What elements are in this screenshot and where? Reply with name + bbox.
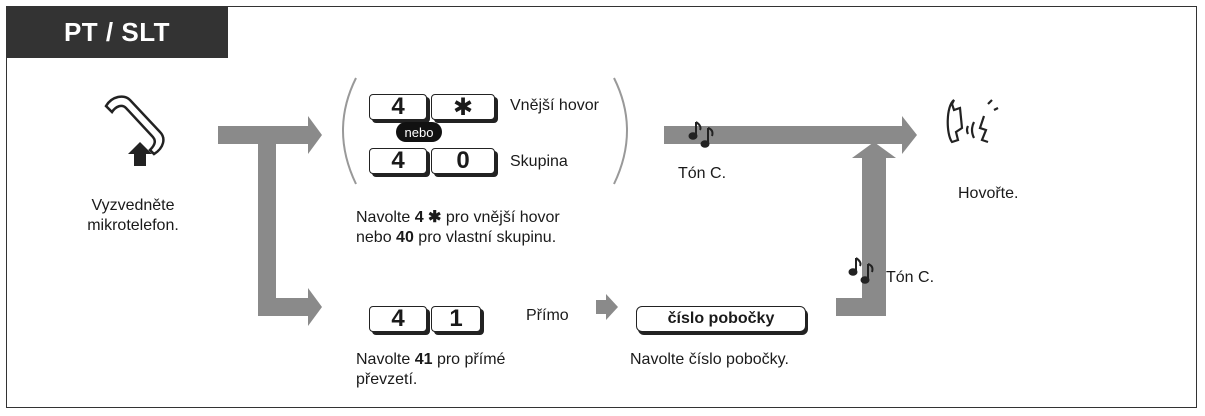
arrow-return-vertical [862,156,886,316]
lift-label-line1: Vyzvedněte [91,197,175,214]
handset-icon [104,95,165,166]
group-label: Skupina [510,153,568,170]
options-instruction: Navolte 4 ✱ pro vnější hovor nebo 40 pro… [356,208,560,248]
direct-instruction-line1: Navolte 41 pro přímé [356,351,506,368]
talking-icon [946,99,999,144]
left-paren [342,77,357,185]
lift-label-line2: mikrotelefon. [87,217,179,234]
key-4-outside: 4 [369,93,427,120]
arrow-lift-shaft [218,126,258,144]
arrow-upper-head [308,116,322,154]
arrow-small-head [606,294,618,320]
key-1: 1 [431,305,481,332]
header-tab: PT / SLT [6,6,228,58]
key-star: ✱ [431,94,495,121]
arrow-upper-shaft [258,126,308,144]
branch-vertical [258,126,276,316]
arrow-top-head [902,116,917,154]
direct-instruction-line2: převzetí. [356,371,418,388]
talk-label: Hovořte. [958,185,1019,202]
arrow-lower-head [308,288,322,326]
arrow-small-shaft [596,300,606,314]
extension-number-box: číslo pobočky [636,306,806,332]
options-instruction-line1: Navolte 4 ✱ pro vnější hovor [356,209,560,226]
arrow-return-head [852,142,896,158]
music-note-icon [688,121,714,148]
extension-instruction: Navolte číslo pobočky. [630,351,789,368]
right-paren [613,77,628,185]
direct-instruction: Navolte 41 pro přímé převzetí. [356,350,505,390]
arrow-lower-shaft [258,298,308,316]
or-badge: nebo [396,122,442,142]
arrow-top-shaft [664,126,902,144]
music-note-icon-2 [848,257,874,284]
key-0: 0 [431,147,495,174]
options-instruction-line2: nebo 40 pro vlastní skupinu. [356,229,557,246]
tone-right-label: Tón C. [886,269,935,286]
diagram-frame [6,6,1197,408]
outside-call-label: Vnější hovor [510,97,599,114]
direct-label: Přímo [526,307,569,324]
key-4-direct: 4 [369,305,427,332]
lift-label: Vyzvedněte mikrotelefon. [78,196,188,236]
key-4-group: 4 [369,147,427,174]
tone-top-label: Tón C. [678,165,727,182]
